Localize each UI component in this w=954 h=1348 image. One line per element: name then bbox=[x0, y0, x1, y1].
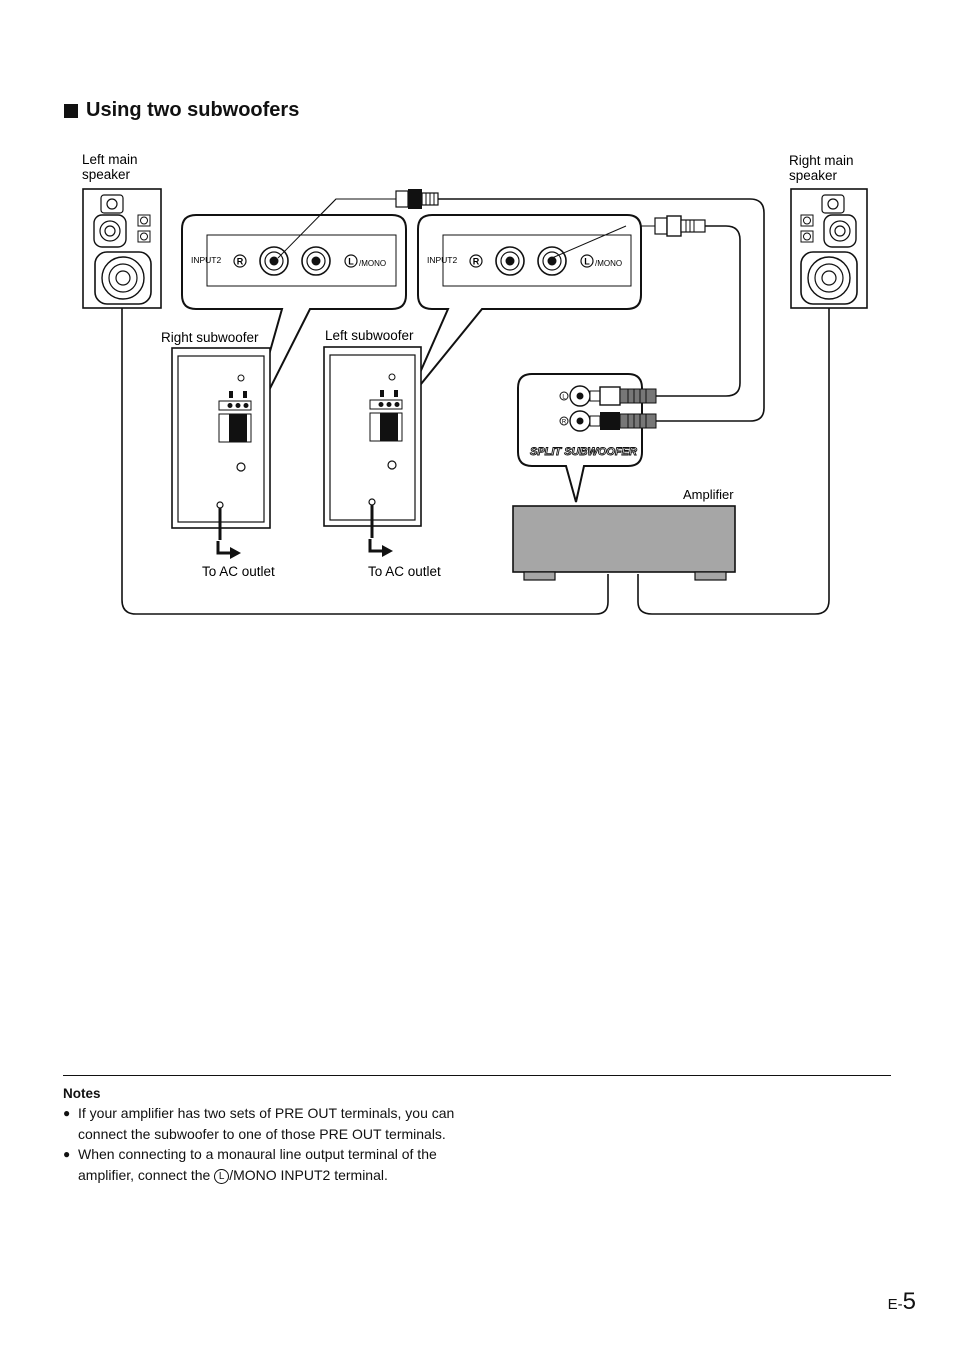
terminal-l-label: L bbox=[562, 395, 566, 401]
right-subwoofer-label: Right subwoofer bbox=[161, 330, 259, 345]
right-main-speaker-label: speaker bbox=[789, 168, 838, 183]
notes-section: Notes ● If your amplifier has two sets o… bbox=[63, 1086, 463, 1185]
right-main-speaker bbox=[790, 188, 868, 309]
section-heading: Using two subwoofers bbox=[64, 99, 299, 122]
right-main-speaker-label: Right main bbox=[789, 153, 854, 168]
note-item: ● If your amplifier has two sets of PRE … bbox=[63, 1103, 463, 1144]
notes-divider bbox=[63, 1075, 891, 1076]
right-subwoofer bbox=[171, 347, 271, 559]
ac-outlet-label: To AC outlet bbox=[202, 564, 275, 579]
notes-title: Notes bbox=[63, 1086, 101, 1101]
callout-right-subwoofer-panel: INPUT2 R L /MONO bbox=[181, 214, 407, 437]
left-main-speaker bbox=[82, 188, 162, 309]
split-subwoofer-label: SPLIT SUBWOOFER bbox=[530, 446, 637, 458]
right-speaker-cable bbox=[637, 308, 830, 615]
left-subwoofer-label: Left subwoofer bbox=[325, 328, 414, 343]
connection-diagram: INPUT2 R L /MONO INPUT2 R L /MONO bbox=[82, 152, 868, 615]
note-text: When connecting to a monaural line outpu… bbox=[78, 1146, 437, 1183]
page-prefix: E- bbox=[887, 1296, 903, 1313]
split-subwoofer-callout: L R SPLIT SUBWOOFER bbox=[517, 373, 657, 503]
l-label: L bbox=[584, 257, 590, 267]
left-speaker-cable bbox=[121, 308, 609, 615]
mono-label: /MONO bbox=[359, 259, 386, 268]
mono-label: /MONO bbox=[595, 259, 622, 268]
r-label: R bbox=[473, 257, 480, 267]
left-subwoofer bbox=[323, 346, 422, 557]
left-main-speaker-label: speaker bbox=[82, 167, 131, 182]
bullet-icon: ● bbox=[63, 1147, 71, 1161]
square-bullet-icon bbox=[64, 103, 78, 118]
rca-plug-top bbox=[395, 189, 439, 209]
bullet-icon: ● bbox=[63, 1106, 71, 1120]
amplifier bbox=[512, 505, 736, 581]
section-title: Using two subwoofers bbox=[86, 99, 300, 121]
page-number-value: 5 bbox=[902, 1288, 916, 1315]
page-number: E-5 bbox=[888, 1288, 916, 1316]
rca-plug-upper-right bbox=[654, 215, 706, 237]
note-text: If your amplifier has two sets of PRE OU… bbox=[78, 1105, 455, 1142]
l-label: L bbox=[348, 257, 354, 267]
callout-left-subwoofer-panel: INPUT2 R L /MONO bbox=[407, 214, 642, 401]
input2-label: INPUT2 bbox=[427, 255, 458, 265]
r-label: R bbox=[237, 257, 244, 267]
ac-outlet-label: To AC outlet bbox=[368, 564, 441, 579]
amplifier-label: Amplifier bbox=[683, 487, 734, 502]
circled-l-icon: L bbox=[214, 1168, 230, 1184]
terminal-r-label: R bbox=[562, 420, 567, 426]
rca-cable-left bbox=[656, 225, 741, 397]
left-main-speaker-label: Left main bbox=[82, 152, 138, 167]
input2-label: INPUT2 bbox=[191, 255, 222, 265]
note-text: /MONO INPUT2 terminal. bbox=[229, 1166, 388, 1183]
note-item: ● When connecting to a monaural line out… bbox=[63, 1144, 463, 1185]
rca-cable-right bbox=[438, 198, 765, 422]
